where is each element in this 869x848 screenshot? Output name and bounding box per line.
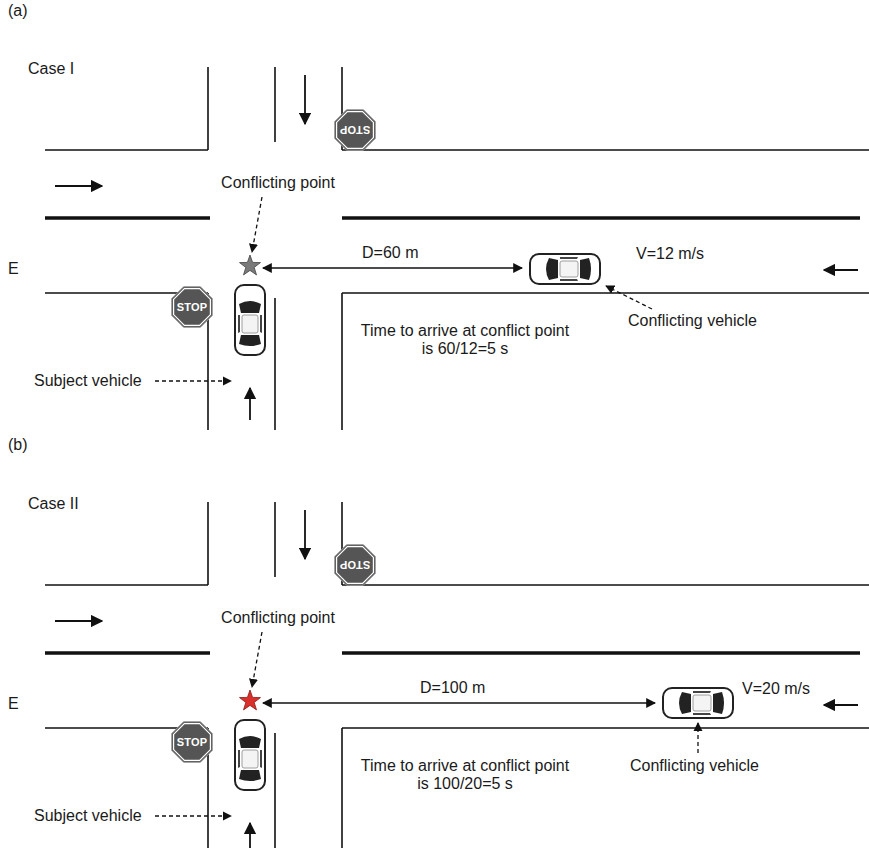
vehicle-label: Conflicting vehicle (630, 757, 759, 775)
vehicle-label: Conflicting vehicle (628, 312, 757, 330)
panel-letter: (a) (8, 2, 28, 20)
direction-letter: E (8, 695, 19, 713)
vehicle-label: Subject vehicle (34, 372, 142, 390)
case-two-panel (45, 502, 869, 848)
case-title: Case I (28, 60, 74, 78)
distance-arrow (263, 267, 522, 268)
stop-sign-text: STOP (340, 559, 371, 571)
point-label: Conflicting point (221, 174, 335, 192)
stop-sign-text: STOP (340, 124, 371, 136)
point-label: Conflicting point (221, 609, 335, 627)
panel-letter: (b) (8, 436, 28, 454)
stop-sign-text: STOP (177, 736, 208, 748)
time-note: Time to arrive at conflict point is 60/1… (354, 322, 576, 358)
vehicle-label: Subject vehicle (34, 807, 142, 825)
time-note: Time to arrive at conflict point is 100/… (354, 757, 576, 793)
distance-arrow (263, 702, 655, 703)
speed-label: V=12 m/s (636, 245, 704, 263)
case-one-panel (45, 67, 869, 430)
distance-label: D=100 m (420, 679, 485, 697)
case-title: Case II (28, 495, 79, 513)
stop-sign-text: STOP (177, 301, 208, 313)
leader-line (697, 723, 698, 753)
speed-label: V=20 m/s (742, 680, 810, 698)
leader-line (606, 286, 652, 309)
distance-label: D=60 m (362, 244, 418, 262)
direction-letter: E (8, 260, 19, 278)
